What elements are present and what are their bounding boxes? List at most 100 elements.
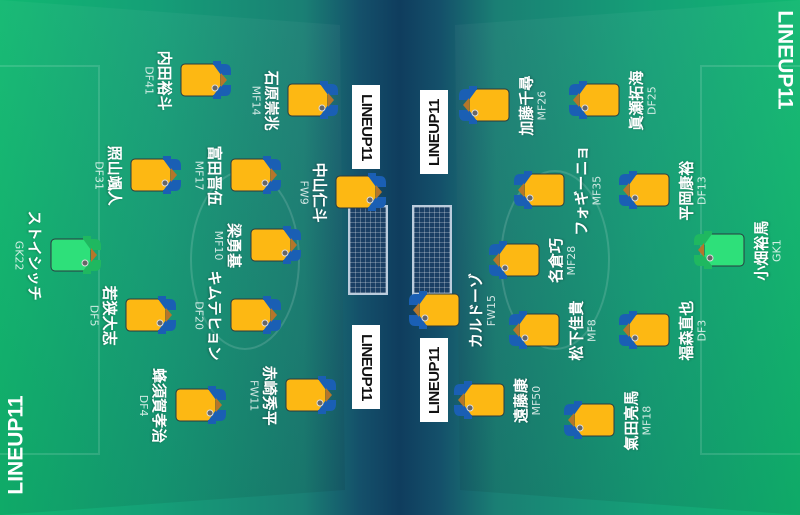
player-name: 小畑裕馬 [751, 220, 770, 281]
goal-left [348, 205, 388, 295]
shirt-icon [405, 285, 465, 335]
player-name: ストイシッチ [25, 210, 44, 301]
player-number: MF10 [212, 230, 226, 261]
shirt-icon [280, 370, 340, 420]
shirt-icon [225, 290, 285, 340]
corner-logo: LINEUP11 [2, 390, 32, 500]
player-number: DF4 [137, 394, 151, 416]
logo-num: 11 [357, 145, 375, 161]
player-number: MF26 [534, 90, 548, 121]
player-name: フォギーニョ [571, 145, 590, 236]
logo-text: LINEUP [5, 417, 28, 495]
shirt-icon [450, 375, 510, 425]
player-name: 内田裕斗 [155, 50, 174, 111]
logo-num: 11 [5, 395, 28, 418]
shirt-icon [170, 380, 230, 430]
goal-right [412, 205, 452, 295]
player-number: FW15 [484, 294, 498, 326]
player-name: 石原崇兆 [262, 70, 281, 131]
player-name: 氣田亮馬 [621, 390, 640, 451]
logo-text: LINEUP [425, 113, 443, 166]
shirt-icon [485, 235, 545, 285]
player-name: 平岡康裕 [676, 160, 695, 221]
player-number: DF25 [644, 85, 658, 115]
logo-box: LINEUP11 [420, 338, 448, 422]
player-number: DF41 [142, 65, 156, 95]
goalkeeper-shirt-icon [45, 230, 105, 280]
player-name: 眞瀬拓海 [626, 70, 645, 131]
logo-text: LINEUP [774, 10, 797, 88]
player-number: MF8 [584, 318, 598, 342]
corner-logo: LINEUP11 [770, 5, 800, 115]
player-name: 赤崎秀平 [260, 365, 279, 426]
shirt-icon [245, 220, 305, 270]
player-name: 名倉巧 [546, 237, 565, 283]
shirt-icon [120, 290, 180, 340]
player-name: キムテヒョン [205, 270, 224, 361]
goalkeeper-shirt-icon [690, 225, 750, 275]
shirt-icon [455, 80, 515, 130]
player-number: DF20 [192, 300, 206, 330]
player-number: GK1 [769, 238, 783, 262]
logo-num: 11 [357, 385, 375, 401]
player-name: 富田晋伍 [205, 145, 224, 206]
player-name: カルドーゾ [466, 272, 485, 348]
shirt-icon [125, 150, 185, 200]
logo-text: LINEUP [357, 93, 375, 146]
player-number: DF3 [694, 319, 708, 341]
shirt-icon [615, 165, 675, 215]
logo-box: LINEUP11 [352, 325, 380, 409]
logo-text: LINEUP [357, 333, 375, 386]
player-number: MF28 [564, 245, 578, 276]
player-name: 中山仁斗 [310, 162, 329, 223]
shirt-icon [175, 55, 235, 105]
player-name: 松下佳貴 [566, 300, 585, 361]
player-number: DF13 [694, 175, 708, 205]
player-name: 照山颯人 [105, 145, 124, 206]
shirt-icon [225, 150, 285, 200]
shirt-icon [510, 165, 570, 215]
player-number: DF31 [92, 160, 106, 190]
player-name: 福森直也 [676, 300, 695, 361]
player-number: MF50 [529, 385, 543, 416]
player-number: MF17 [192, 160, 206, 191]
shirt-icon [330, 167, 390, 217]
logo-box: LINEUP11 [420, 90, 448, 174]
player-name: 若狭大志 [100, 285, 119, 346]
player-number: MF18 [639, 405, 653, 436]
shirt-icon [505, 305, 565, 355]
player-name: 加藤千尋 [516, 75, 535, 136]
shirt-icon [282, 75, 342, 125]
player-number: DF5 [87, 304, 101, 326]
player-number: FW11 [247, 379, 261, 411]
logo-box: LINEUP11 [352, 85, 380, 169]
logo-num: 11 [425, 98, 443, 114]
player-name: 蜂須賀孝治 [150, 367, 169, 443]
shirt-icon [560, 395, 620, 445]
shirt-icon [565, 75, 625, 125]
player-number: MF35 [589, 175, 603, 206]
logo-num: 11 [425, 346, 443, 362]
logo-text: LINEUP [425, 361, 443, 414]
